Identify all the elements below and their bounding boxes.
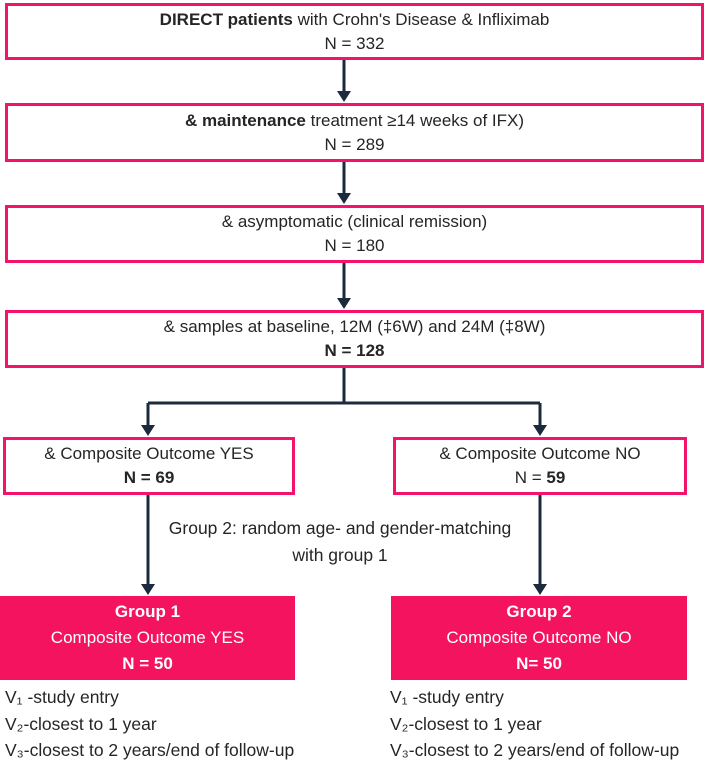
- box-maintenance-bold: & maintenance: [184, 110, 306, 130]
- visits-list-left: V₁ -study entry V₂-closest to 1 year V₃-…: [5, 684, 365, 764]
- arrowhead-group2: [533, 584, 547, 595]
- box-group2: Group 2 Composite Outcome NO N= 50: [391, 596, 687, 680]
- box-maintenance: & maintenance treatment ≥14 weeks of IFX…: [5, 103, 704, 162]
- box-asymptomatic-n: N = 180: [324, 236, 385, 255]
- box-composite-outcome-no: & Composite Outcome NO N = 59: [393, 437, 687, 495]
- arrowhead-group1: [141, 584, 155, 595]
- visit-left-v1: V₁ -study entry: [5, 687, 119, 707]
- arrowhead-box2-box3: [337, 193, 351, 204]
- box-group2-n: N= 50: [516, 654, 562, 673]
- box-samples-n: N = 128: [324, 341, 385, 360]
- box-group1-n: N = 50: [122, 654, 173, 673]
- box-group1-subtitle: Composite Outcome YES: [50, 628, 245, 647]
- box-asymptomatic-text: & asymptomatic (clinical remission): [221, 212, 488, 231]
- box-direct-patients-bold: DIRECT patients: [159, 9, 293, 29]
- box-direct-patients-rest: with Crohn's Disease & Infliximab: [292, 9, 550, 29]
- matching-note-line1: Group 2: random age- and gender-matching: [168, 518, 512, 538]
- box-composite-outcome-yes: & Composite Outcome YES N = 69: [3, 437, 295, 495]
- visit-left-v2: V₂-closest to 1 year: [5, 713, 157, 734]
- box-maintenance-n: N = 289: [324, 134, 385, 154]
- visit-right-v3: V₃-closest to 2 years/end of follow-up: [390, 740, 680, 760]
- box-composite-outcome-yes-text: & Composite Outcome YES: [44, 444, 254, 463]
- box-composite-outcome-no-n: N = 59: [515, 466, 566, 490]
- arrowhead-box1-box2: [337, 91, 351, 102]
- box-composite-outcome-no-n-prefix: N =: [514, 468, 547, 487]
- box-composite-outcome-no-text: & Composite Outcome NO: [439, 444, 641, 463]
- split-connector-line: [146, 368, 542, 426]
- visit-left-v3: V₃-closest to 2 years/end of follow-up: [5, 740, 295, 760]
- matching-note: Group 2: random age- and gender-matching…: [110, 515, 570, 569]
- box-direct-patients: DIRECT patients with Crohn's Disease & I…: [5, 3, 704, 60]
- box-direct-patients-n: N = 332: [324, 33, 385, 53]
- box-composite-outcome-yes-n: N = 69: [123, 468, 175, 487]
- box-group1: Group 1 Composite Outcome YES N = 50: [0, 596, 295, 680]
- visits-list-right: V₁ -study entry V₂-closest to 1 year V₃-…: [390, 684, 709, 764]
- box-samples-text: & samples at baseline, 12M (‡6W) and 24M…: [163, 317, 546, 336]
- visit-right-v1: V₁ -study entry: [390, 687, 504, 707]
- arrowhead-split-left: [141, 425, 155, 436]
- box-group2-subtitle: Composite Outcome NO: [446, 628, 632, 647]
- box-group1-title: Group 1: [114, 602, 181, 621]
- box-samples: & samples at baseline, 12M (‡6W) and 24M…: [5, 310, 704, 368]
- box-direct-patients-text: DIRECT patients with Crohn's Disease & I…: [160, 8, 550, 32]
- arrowhead-split-right: [533, 425, 547, 436]
- matching-note-line2: with group 1: [292, 545, 388, 565]
- box-maintenance-rest: treatment ≥14 weeks of IFX): [305, 110, 525, 130]
- box-composite-outcome-no-n-value: 59: [546, 468, 566, 487]
- box-group2-title: Group 2: [506, 602, 572, 621]
- arrowhead-box3-box4: [337, 298, 351, 309]
- visit-right-v2: V₂-closest to 1 year: [390, 713, 542, 734]
- box-asymptomatic: & asymptomatic (clinical remission) N = …: [5, 205, 704, 263]
- box-maintenance-text: & maintenance treatment ≥14 weeks of IFX…: [185, 109, 524, 133]
